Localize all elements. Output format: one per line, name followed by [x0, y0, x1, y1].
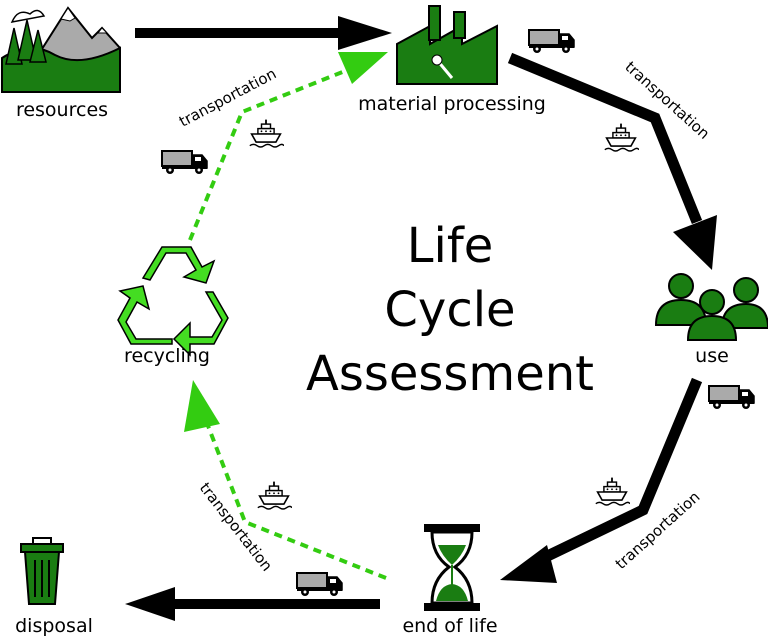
arrow-resources-to-processing: [135, 16, 392, 50]
ship-icon: [256, 480, 292, 510]
ship-icon: [603, 122, 639, 152]
truck-icon: [708, 385, 755, 410]
label-resources: resources: [16, 99, 108, 121]
truck-icon: [161, 150, 208, 175]
factory-icon: [396, 5, 498, 85]
title-line-2: Cycle: [384, 282, 515, 338]
arrow-processing-to-use: [507, 52, 717, 270]
ship-icon: [594, 476, 630, 506]
arrow-use-to-end-of-life: [500, 377, 703, 583]
title-line-1: Life: [407, 218, 494, 274]
transport-label-use-to-end-of-life: transportation: [612, 488, 704, 573]
label-use: use: [695, 345, 729, 367]
people-icon: [654, 273, 768, 341]
hourglass-icon: [424, 524, 480, 611]
arrow-end-of-life-to-disposal: [125, 587, 380, 621]
label-material-processing: material processing: [358, 93, 546, 115]
title-line-3: Assessment: [306, 346, 594, 402]
mountains-trees-icon: [0, 6, 121, 93]
arrow-recycling-to-processing: [188, 52, 388, 241]
arrow-end-of-life-to-recycling: [184, 380, 387, 580]
label-end-of-life: end of life: [402, 615, 497, 637]
ship-icon: [248, 118, 284, 148]
truck-icon: [296, 572, 343, 597]
transport-label-end-of-life-to-recycling: transportation: [196, 479, 276, 575]
trash-bin-icon: [20, 537, 64, 605]
recycle-icon: [117, 246, 229, 357]
transport-label-recycling-to-processing: transportation: [176, 64, 279, 130]
label-disposal: disposal: [15, 615, 93, 637]
label-recycling: recycling: [124, 345, 210, 367]
truck-icon: [528, 29, 575, 54]
transport-label-processing-to-use: transportation: [621, 58, 713, 143]
